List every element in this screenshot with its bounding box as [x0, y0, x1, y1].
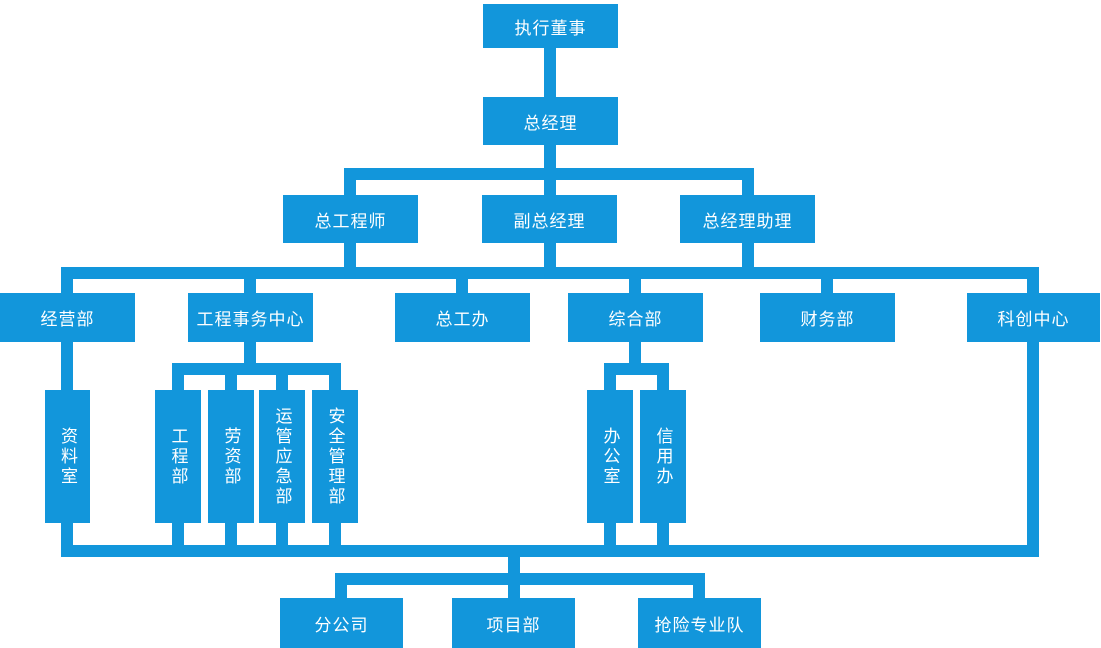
connector-business-to-archives [61, 342, 73, 390]
rail-bottom-bus [61, 545, 1039, 557]
rail-level3 [344, 168, 754, 180]
connector-gm-stub [544, 145, 556, 168]
node-finance-dept: 财务部 [760, 293, 895, 342]
connector-segment [657, 375, 669, 390]
connector-segment [604, 375, 616, 390]
rail-engineering-center [172, 363, 341, 375]
connector-segment [742, 180, 754, 195]
connector-scitech-drop [1027, 342, 1039, 557]
node-chief-engineer-office: 总工办 [395, 293, 530, 342]
node-archives-room: 资料室 [45, 390, 90, 523]
connector-segment [276, 375, 288, 390]
node-engineering-dept: 工程部 [155, 390, 201, 523]
rail-general-dept [604, 363, 669, 375]
rail-bottom-branch [335, 573, 705, 585]
connector-segment [693, 585, 705, 598]
node-ops-emergency-dept: 运管应急部 [259, 390, 305, 523]
connector-segment [225, 375, 237, 390]
connector-segment [508, 585, 520, 598]
node-general-manager: 总经理 [483, 97, 618, 145]
connector-segment [61, 523, 73, 545]
node-labor-dept: 劳资部 [208, 390, 254, 523]
node-gm-assistant: 总经理助理 [680, 195, 815, 243]
node-business-dept: 经营部 [0, 293, 135, 342]
connector-segment [544, 180, 556, 195]
node-credit-office: 信用办 [640, 390, 686, 523]
connector-segment [225, 523, 237, 545]
connector-segment [172, 375, 184, 390]
connector-segment [335, 585, 347, 598]
node-admin-office: 办公室 [587, 390, 633, 523]
node-safety-mgmt-dept: 安全管理部 [312, 390, 358, 523]
rail-level4 [61, 267, 1039, 279]
node-engineering-affairs-center: 工程事务中心 [188, 293, 313, 342]
node-general-dept: 综合部 [568, 293, 703, 342]
connector-segment [244, 279, 256, 293]
node-chief-engineer: 总工程师 [283, 195, 418, 243]
node-deputy-general-manager: 副总经理 [482, 195, 617, 243]
connector-segment [244, 342, 256, 363]
connector-segment [604, 523, 616, 545]
connector-segment [742, 243, 754, 267]
node-branch-company: 分公司 [280, 598, 403, 648]
connector-segment [1027, 279, 1039, 293]
connector-segment [172, 523, 184, 545]
connector-segment [456, 279, 468, 293]
connector-exec-to-gm [544, 48, 556, 97]
connector-segment [344, 243, 356, 267]
connector-segment [629, 342, 641, 363]
connector-segment [629, 279, 641, 293]
connector-segment [329, 375, 341, 390]
connector-segment [821, 279, 833, 293]
connector-segment [61, 279, 73, 293]
node-project-dept: 项目部 [452, 598, 575, 648]
connector-segment [344, 180, 356, 195]
node-scitech-center: 科创中心 [967, 293, 1100, 342]
node-rescue-team: 抢险专业队 [638, 598, 761, 648]
connector-segment [276, 523, 288, 545]
connector-segment [329, 523, 341, 545]
connector-segment [657, 523, 669, 545]
connector-segment [544, 243, 556, 267]
node-executive-director: 执行董事 [483, 4, 618, 48]
